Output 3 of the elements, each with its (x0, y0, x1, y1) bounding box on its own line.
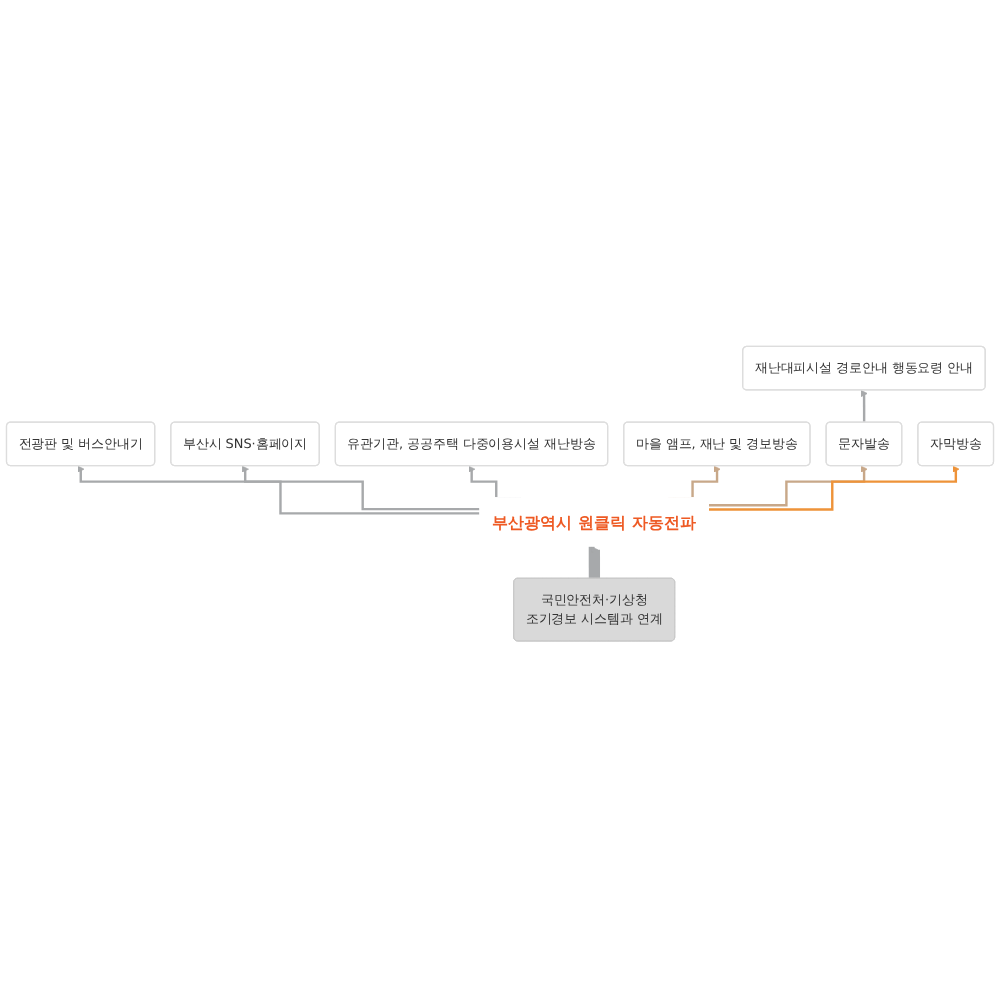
arrow (241, 465, 481, 511)
arrow (77, 465, 481, 515)
arrow (860, 390, 868, 424)
